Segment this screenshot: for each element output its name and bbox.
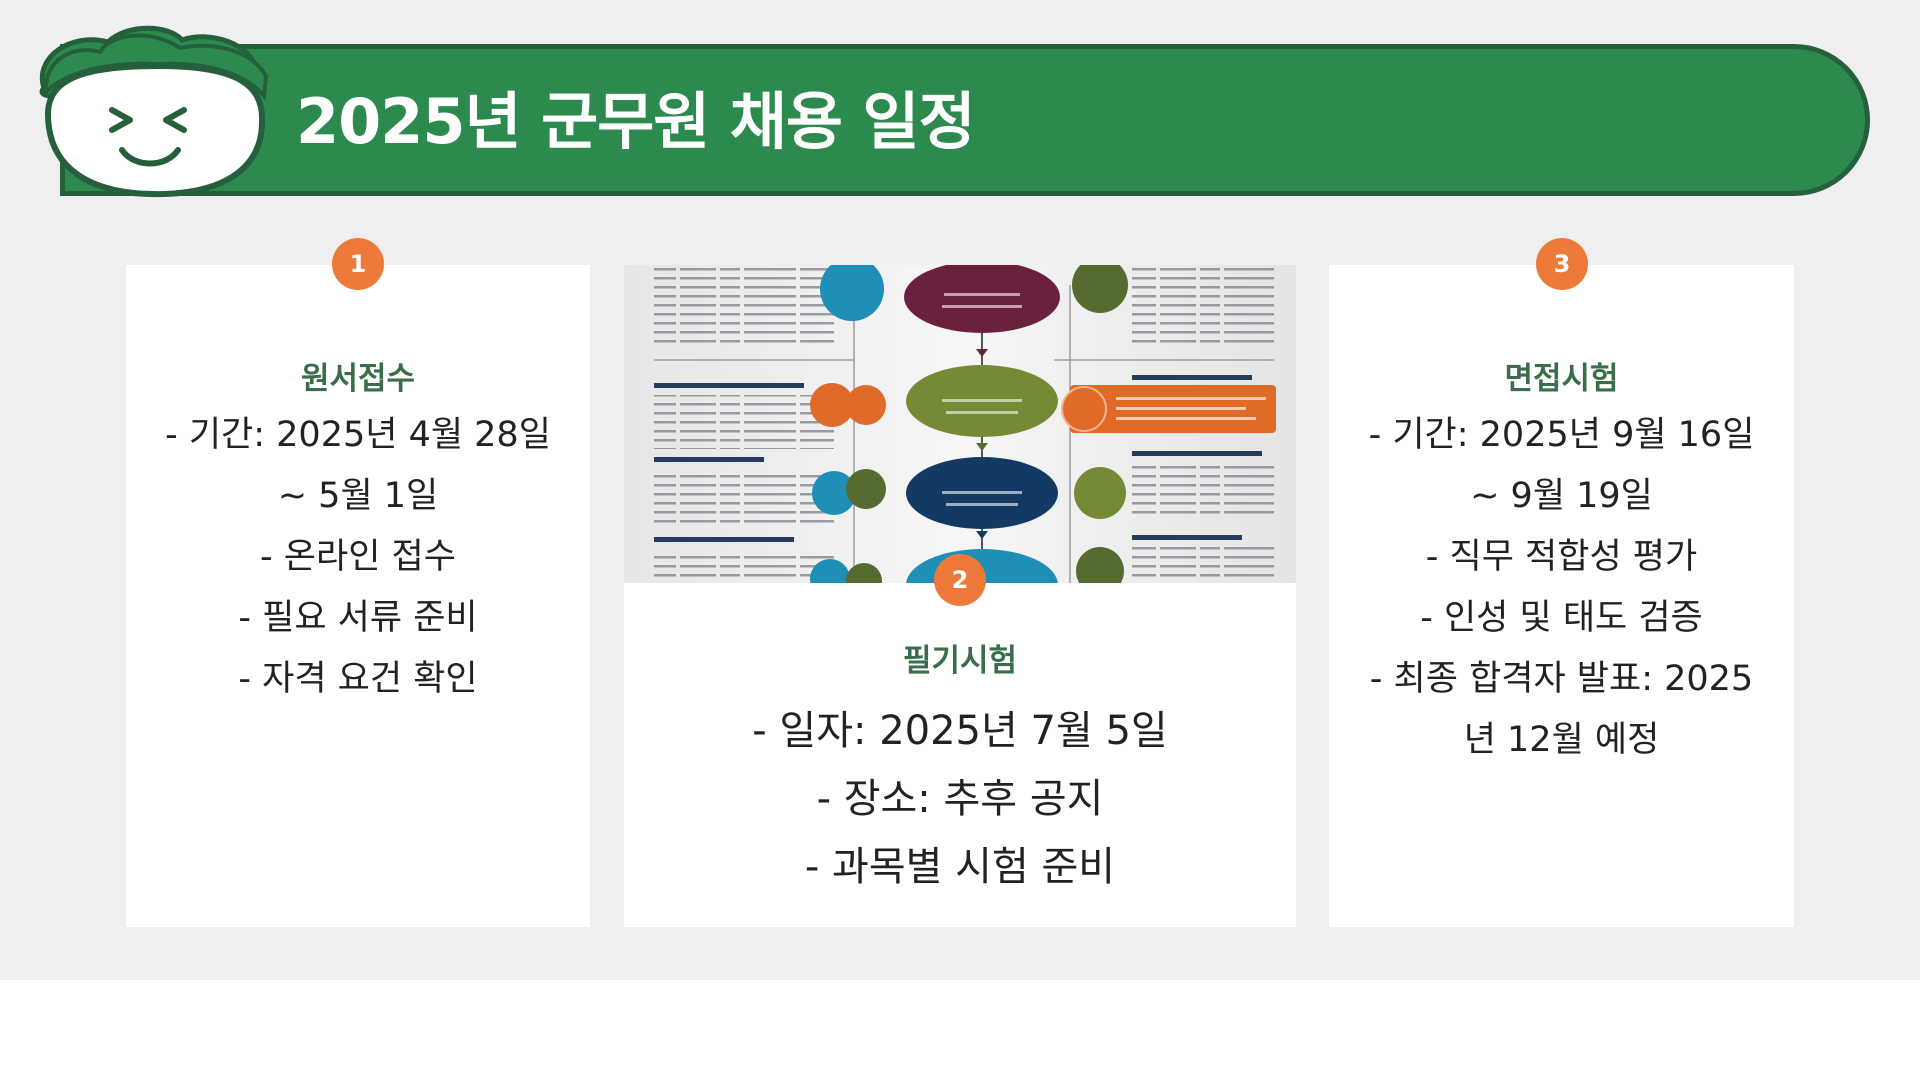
card-title: 필기시험: [902, 643, 1018, 679]
card-body: - 기간: 2025년 4월 28일 ~ 5월 1일 - 온라인 접수 - 필요…: [126, 405, 590, 710]
step-card-written-exam: 필기시험 - 일자: 2025년 7월 5일 - 장소: 추후 공지 - 과목별…: [624, 265, 1296, 927]
card-line: ~ 9월 19일: [1470, 476, 1653, 516]
card-line: - 과목별 시험 준비: [804, 844, 1116, 890]
card-line: - 필요 서류 준비: [238, 598, 478, 638]
step-badge-2: 2: [934, 554, 986, 606]
card-line: - 일자: 2025년 7월 5일: [752, 708, 1168, 754]
smiling-face-mascot-icon: [39, 25, 269, 198]
page-title: 2025년 군무원 채용 일정: [296, 85, 976, 158]
card-line: - 직무 적합성 평가: [1425, 537, 1698, 577]
card-line: - 최종 합격자 발표: 2025: [1369, 659, 1754, 699]
process-infographic-image: [624, 265, 1296, 583]
step-card-application: 원서접수 - 기간: 2025년 4월 28일 ~ 5월 1일 - 온라인 접수…: [126, 265, 590, 927]
card-body: - 기간: 2025년 9월 16일 ~ 9월 19일 - 직무 적합성 평가 …: [1329, 405, 1794, 771]
card-line: - 기간: 2025년 4월 28일: [165, 415, 551, 455]
title-banner: [60, 44, 1870, 196]
card-line: - 기간: 2025년 9월 16일: [1368, 415, 1755, 455]
card-line: - 자격 요건 확인: [238, 659, 478, 699]
card-line: 년 12월 예정: [1463, 720, 1660, 760]
card-body: - 일자: 2025년 7월 5일 - 장소: 추후 공지 - 과목별 시험 준…: [624, 697, 1296, 901]
step-badge-1: 1: [332, 238, 384, 290]
card-title: 원서접수: [300, 361, 416, 397]
step-badge-3: 3: [1536, 238, 1588, 290]
card-title: 면접시험: [1504, 361, 1619, 397]
card-line: ~ 5월 1일: [277, 476, 439, 516]
card-line: - 온라인 접수: [260, 537, 456, 577]
card-line: - 장소: 추후 공지: [816, 776, 1104, 822]
card-line: - 인성 및 태도 검증: [1420, 598, 1703, 638]
slide: 2025년 군무원 채용 일정 원서접수 - 기간: 2025년 4월 28일 …: [0, 0, 1920, 980]
step-card-interview: 면접시험 - 기간: 2025년 9월 16일 ~ 9월 19일 - 직무 적합…: [1329, 265, 1794, 927]
